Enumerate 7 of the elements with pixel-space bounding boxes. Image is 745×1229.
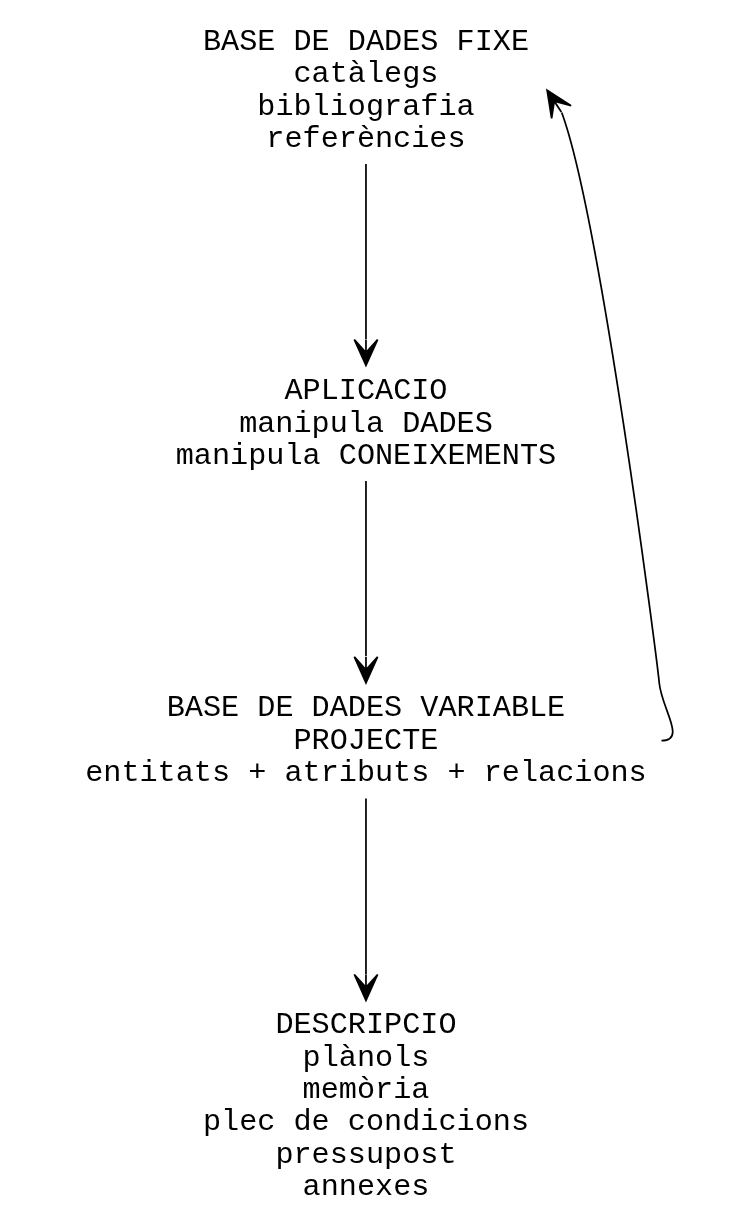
node-text: APLICACIO manipula DADES manipula CONEIXEMENTS [175, 374, 556, 473]
node-text: DESCRIPCIO plànols memòria plec de condicions pressupost annexes [202, 1008, 529, 1205]
arrow [352, 797, 378, 1002]
node-text: BASE DE DADES FIXE catàlegs bibliografia referències [202, 24, 529, 156]
node-text: BASE DE DADES VARIABLE PROJECTE entitats + atributs + relacions [84, 691, 647, 791]
arrow [352, 480, 378, 684]
arrow [352, 163, 378, 367]
